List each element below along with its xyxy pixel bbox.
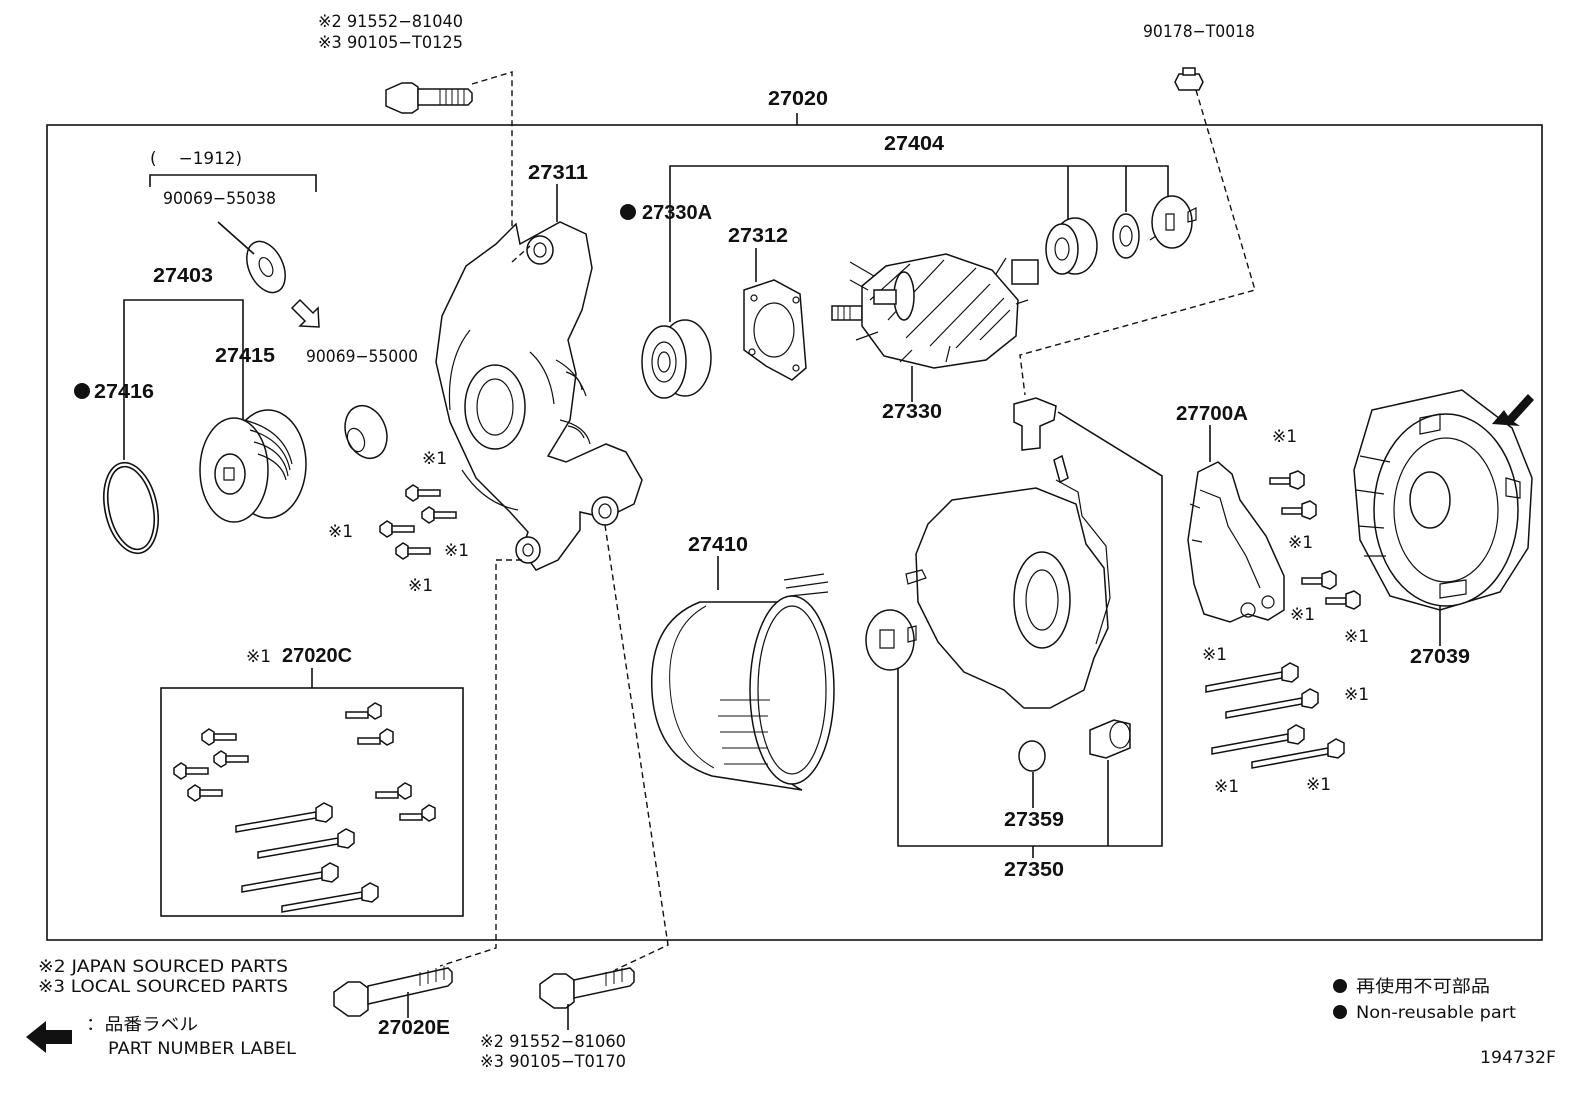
small-screws-front (379, 484, 457, 560)
rear-bearing-cap (865, 609, 917, 671)
stator-part (650, 573, 835, 791)
top-nut-label: 90178−T0018 (1143, 22, 1255, 42)
pulley-label: 27415 (215, 345, 275, 367)
regulator-part (1187, 461, 1285, 623)
filled-circle-icon (1333, 979, 1347, 993)
bolt-kit-screws (173, 702, 436, 913)
bottom-bolt-right-label-1: ※2 91552−81060 (480, 1032, 626, 1052)
note-mark: ※1 (1272, 427, 1297, 447)
filled-circle-icon (620, 204, 636, 220)
legend-nonreuse-en: Non-reusable part (1356, 1003, 1516, 1023)
note-mark: ※1 (444, 541, 469, 561)
rear-frame-label: 27359 (1004, 809, 1064, 831)
note-marks: ※1 ※1 ※1 ※1 ※1 ※1 ※1 ※1 ※1 ※1 ※1 ※1 ※1 (246, 427, 1369, 797)
stator-label: 27410 (688, 534, 748, 556)
note-mark: ※1 (408, 576, 433, 596)
note-mark: ※1 (1344, 627, 1369, 647)
legend-japan: ※2 JAPAN SOURCED PARTS (38, 957, 288, 977)
leader-lines (123, 165, 1441, 1030)
legend-nonreuse-jp: 再使用不可部品 (1356, 976, 1490, 997)
pulley-part (199, 409, 307, 523)
figure-code: 194732F (1480, 1048, 1556, 1068)
spacer-part (344, 404, 388, 460)
washer-label: 90069−55038 (163, 189, 276, 209)
note-mark: ※1 (1290, 605, 1315, 625)
note-mark: ※1 (1344, 685, 1369, 705)
rear-frame-part (905, 397, 1111, 772)
arrow-left-icon (26, 1021, 72, 1053)
range-note: ( −1912) (150, 149, 242, 169)
note-mark: ※1 (246, 647, 271, 667)
note-mark: ※1 (1214, 777, 1239, 797)
spacer-label: 90069−55000 (306, 347, 418, 367)
bottom-bolt-left (333, 966, 453, 1017)
legend-label-en: PART NUMBER LABEL (108, 1039, 297, 1059)
filled-circle-icon (1333, 1005, 1347, 1019)
legend-local: ※3 LOCAL SOURCED PARTS (38, 977, 288, 997)
top-bolt-label-2: ※3 90105−T0125 (318, 33, 463, 53)
top-nut (1174, 67, 1204, 91)
legend: ※2 JAPAN SOURCED PARTS ※3 LOCAL SOURCED … (26, 957, 1516, 1059)
note-mark: ※1 (422, 449, 447, 469)
front-bearing-label: 27330A (642, 202, 712, 224)
filled-circle-icon (74, 383, 90, 399)
bolt-kit-frame (160, 687, 464, 917)
assembly-label: 27020 (768, 88, 828, 110)
arrow-down-left-icon (1492, 394, 1534, 426)
rotor-part (831, 253, 1039, 369)
rotor-bearings (1045, 195, 1197, 275)
rotor-group-label: 27404 (884, 133, 945, 155)
assembly-frame (46, 124, 1543, 941)
rear-frame-group-label: 27350 (1004, 859, 1064, 881)
rotor-label: 27330 (882, 401, 942, 423)
rear-bushing (1089, 719, 1131, 759)
bolt-kit-label: 27020C (282, 645, 352, 667)
long-bolts-rear (1205, 662, 1345, 769)
bearing-retainer (743, 279, 807, 381)
bottom-bolt-right-label-2: ※3 90105−T0170 (480, 1052, 626, 1072)
cover-ring-label: 27416 (94, 381, 154, 403)
regulator-label: 27700A (1176, 403, 1248, 425)
drive-end-frame (435, 221, 643, 571)
cover-ring (103, 461, 159, 555)
bottom-bolt-label: 27020E (378, 1017, 450, 1039)
note-mark: ※1 (1202, 645, 1227, 665)
note-mark: ※1 (328, 522, 353, 542)
top-bolt (385, 82, 473, 114)
bottom-bolt-right (539, 967, 635, 1009)
small-screws-regulator (1269, 470, 1361, 610)
retainer-label: 27312 (728, 225, 788, 247)
hollow-arrow-icon (290, 298, 320, 328)
legend-label-jp: ：品番ラベル (86, 1015, 198, 1035)
washer-part (246, 240, 286, 294)
top-bolt-label-1: ※2 91552−81040 (318, 12, 463, 32)
note-mark: ※1 (1306, 775, 1331, 795)
note-mark: ※1 (1288, 533, 1313, 553)
part-labels: ※2 91552−81040 ※3 90105−T0125 90178−T001… (74, 12, 1556, 1072)
pulley-group-label: 27403 (153, 265, 213, 287)
rear-cover-part (1353, 389, 1533, 611)
frame-label: 27311 (528, 162, 588, 184)
front-bearing (641, 319, 712, 399)
rear-cover-label: 27039 (1410, 646, 1470, 668)
